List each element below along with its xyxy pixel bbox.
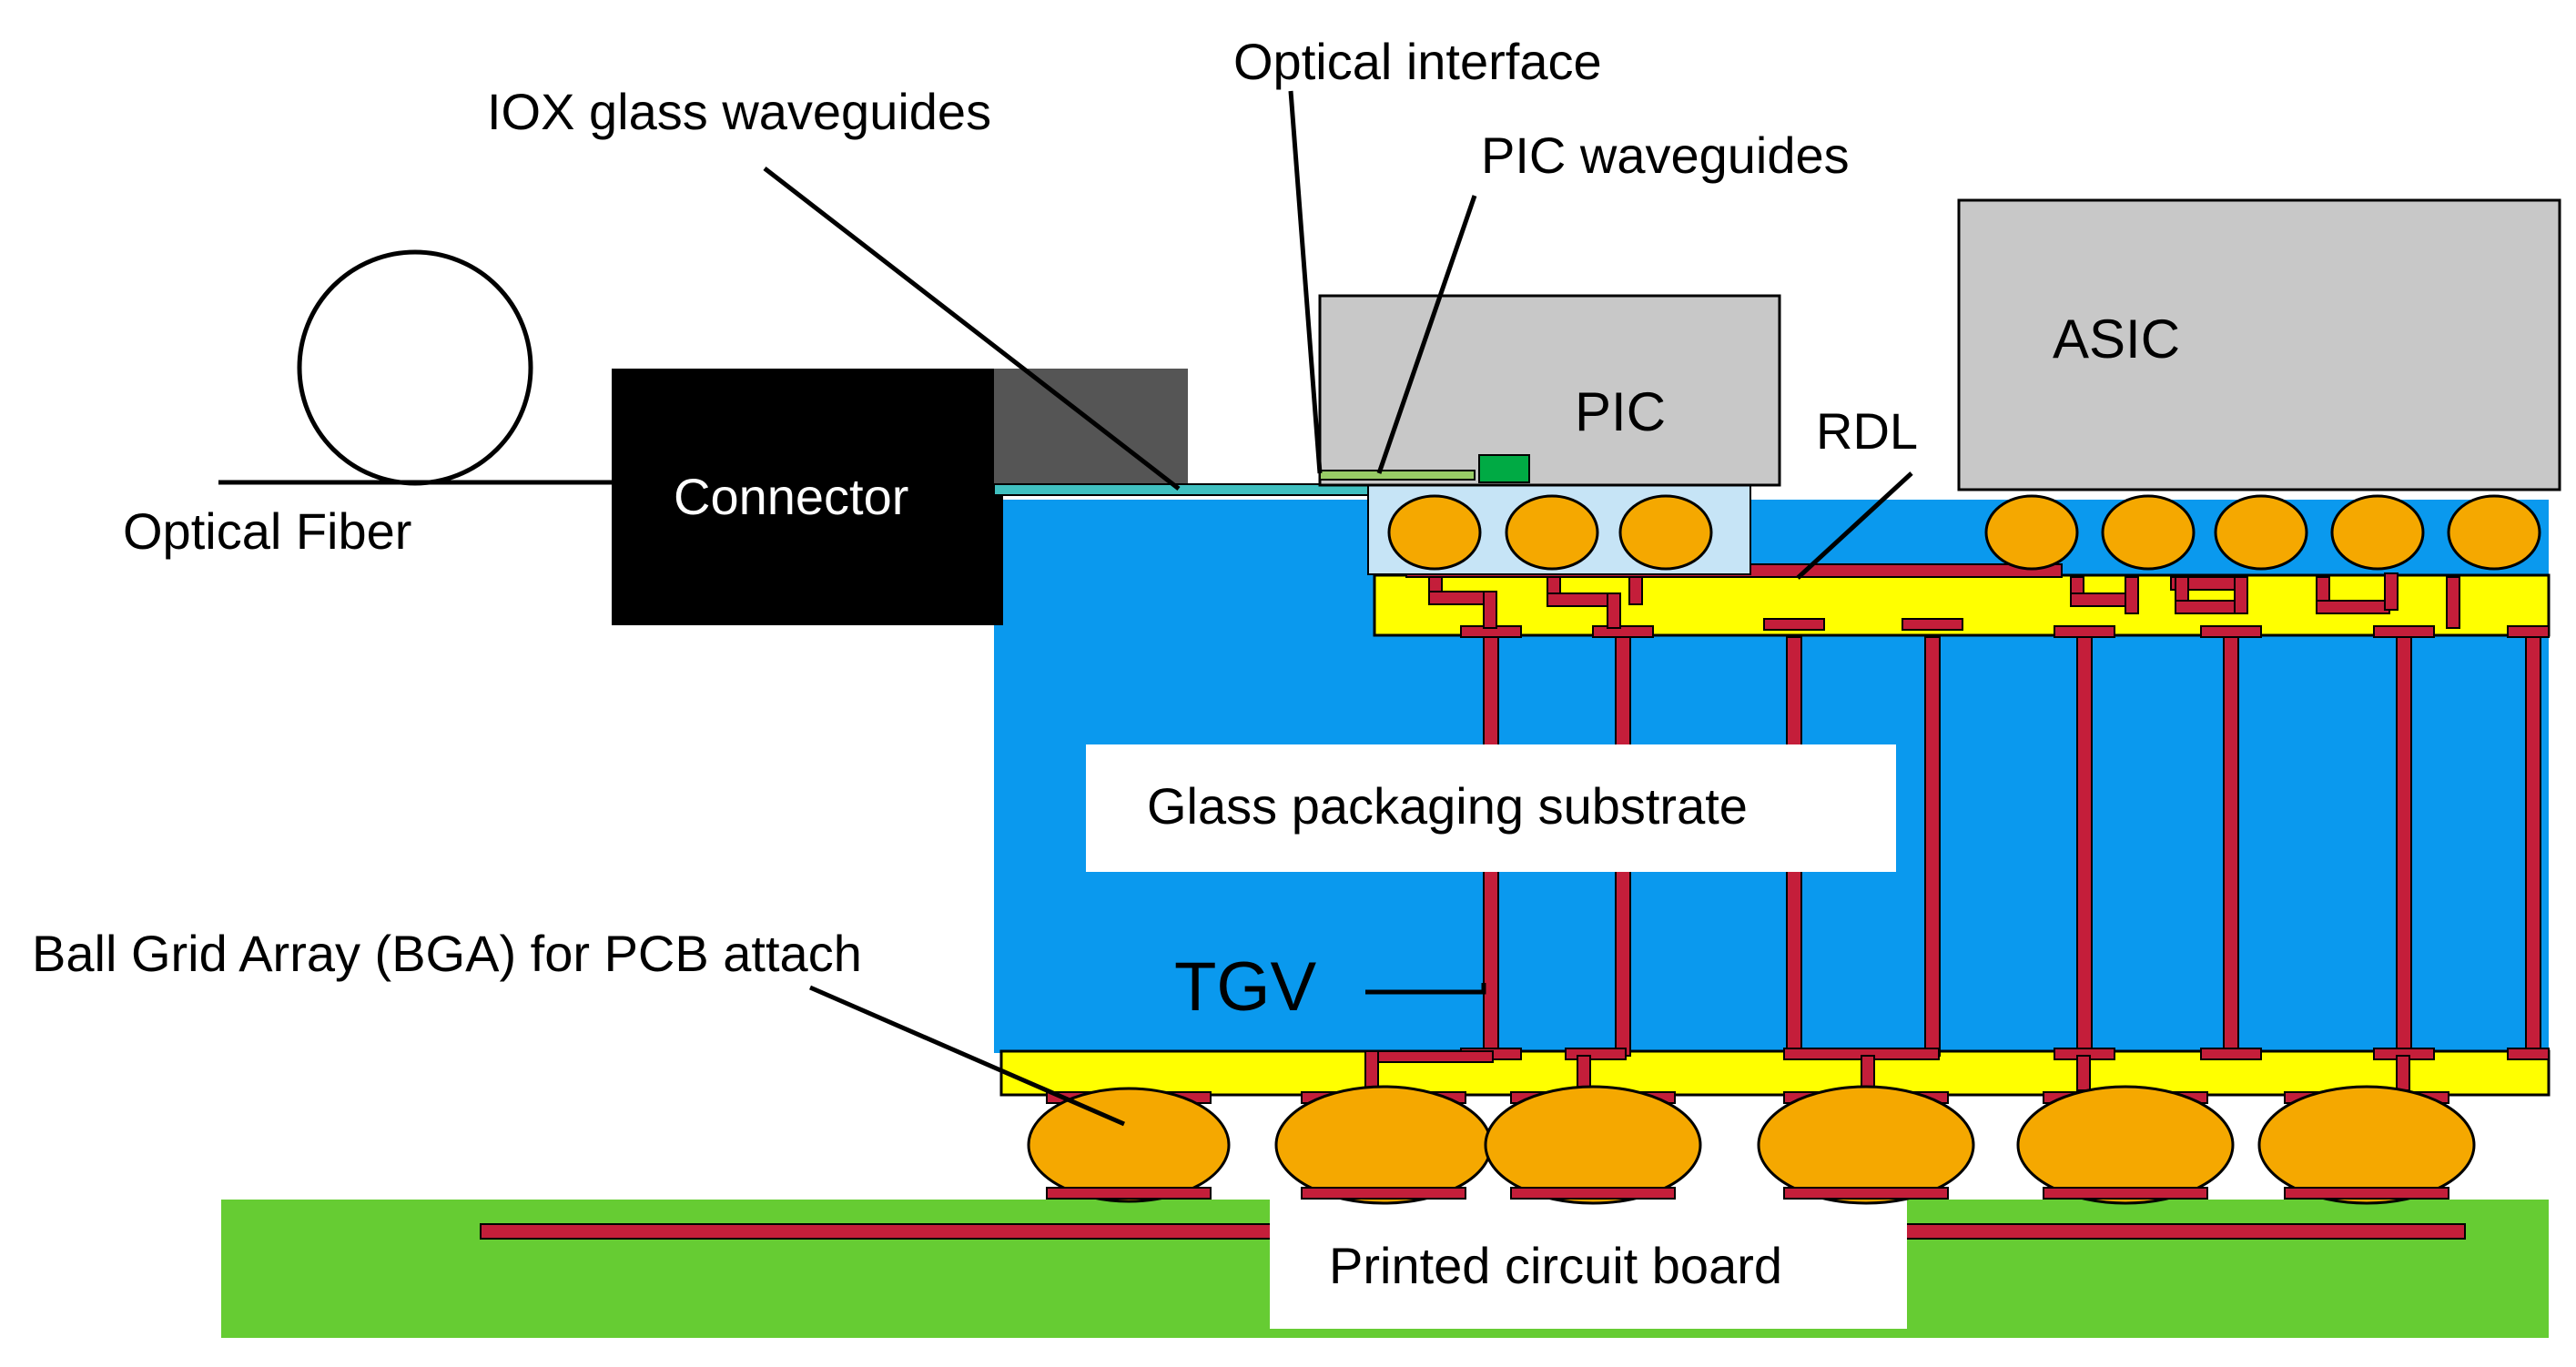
via-pad — [2373, 625, 2435, 638]
iox-glass-waveguides-label: IOX glass waveguides — [487, 83, 991, 140]
optical-fiber-loop — [297, 249, 533, 486]
tgv-via — [2076, 636, 2093, 1057]
bga-ball — [1274, 1085, 1493, 1205]
bga-ball — [2016, 1085, 2235, 1205]
rdl-trace — [2316, 600, 2390, 614]
glass-packaging-substrate-label: Glass packaging substrate — [1147, 777, 1748, 835]
rdl-trace — [2384, 572, 2399, 611]
pic-solder-bumps — [1387, 494, 1713, 571]
tgv-via — [2396, 636, 2412, 1057]
solder-bump — [1387, 494, 1482, 571]
rdl-trace — [2396, 1055, 2410, 1091]
bga-label: Ball Grid Array (BGA) for PCB attach — [32, 925, 862, 982]
bga-ball — [2257, 1085, 2476, 1205]
printed-circuit-board-label: Printed circuit board — [1329, 1237, 1782, 1294]
rdl-trace — [1483, 591, 1497, 629]
rdl-trace — [2234, 576, 2248, 614]
asic-label: ASIC — [2053, 309, 2180, 370]
solder-bump — [2101, 494, 2196, 571]
lower-rdl-layer — [999, 1049, 2551, 1097]
rdl-trace — [1577, 1055, 1591, 1091]
leader-lines — [763, 90, 1913, 1127]
bga-ball — [1757, 1085, 1975, 1205]
optical-interface-label: Optical interface — [1233, 33, 1602, 90]
pic-label: PIC — [1575, 381, 1666, 442]
rdl-trace — [2125, 576, 2139, 614]
tgv-via — [1924, 636, 1941, 1057]
pic-waveguide-strip — [1319, 470, 1476, 481]
tgv-via — [2525, 636, 2541, 1057]
glass-substrate-label-box — [1086, 744, 1896, 872]
tgv-label: TGV — [1174, 948, 1317, 1026]
connector — [612, 369, 1003, 625]
rdl-trace — [1628, 576, 1643, 605]
rdl-trace — [1607, 592, 1621, 629]
pic-coupler-pad — [1478, 454, 1530, 483]
rdl-label: RDL — [1816, 402, 1918, 460]
optical-interface-leader-line — [1288, 90, 1323, 474]
tgv-top-pads — [1460, 618, 2550, 638]
via-pad — [2507, 625, 2550, 638]
bga-ball — [1484, 1085, 1702, 1205]
rdl-trace — [1861, 1055, 1875, 1091]
tgv-via — [2223, 636, 2239, 1057]
connector-ferrule — [994, 369, 1188, 487]
solder-bump — [2447, 494, 2541, 571]
rdl-leader-line — [1796, 471, 1913, 580]
via-pad — [2200, 1048, 2262, 1060]
via-pad — [2054, 625, 2115, 638]
solder-bump — [2330, 494, 2425, 571]
via-pad — [1565, 1048, 1627, 1060]
via-pad — [1763, 618, 1825, 631]
solder-bump — [2214, 494, 2308, 571]
rdl-trace — [1364, 1050, 1494, 1063]
optical-fiber-label: Optical Fiber — [123, 502, 411, 560]
via-pad — [1592, 625, 1654, 638]
asic-chip — [1957, 198, 2561, 491]
bga-balls — [1027, 1085, 2476, 1205]
tgv-leader-line — [1365, 983, 1486, 995]
iox-leader-line — [763, 167, 1181, 491]
pic-waveguides-leader-line — [1376, 195, 1477, 474]
via-pad — [2200, 625, 2262, 638]
solder-bump — [1984, 494, 2079, 571]
pic-waveguides-label: PIC waveguides — [1481, 127, 1850, 184]
bga-leader-line — [809, 985, 1125, 1127]
pcb-label-box — [1270, 1200, 1907, 1329]
asic-solder-bumps — [1984, 494, 2541, 571]
rdl-trace — [1364, 1050, 1379, 1092]
solder-bump — [1505, 494, 1599, 571]
via-pad — [1902, 618, 1963, 631]
rdl-trace — [2446, 576, 2460, 629]
solder-bump — [1618, 494, 1713, 571]
via-pad — [2507, 1048, 2550, 1060]
rdl-trace — [2076, 1055, 2091, 1091]
pic-chip — [1318, 294, 1781, 487]
bga-ball — [1027, 1087, 1231, 1203]
connector-label: Connector — [674, 468, 908, 525]
rdl-trace — [2175, 600, 2240, 614]
